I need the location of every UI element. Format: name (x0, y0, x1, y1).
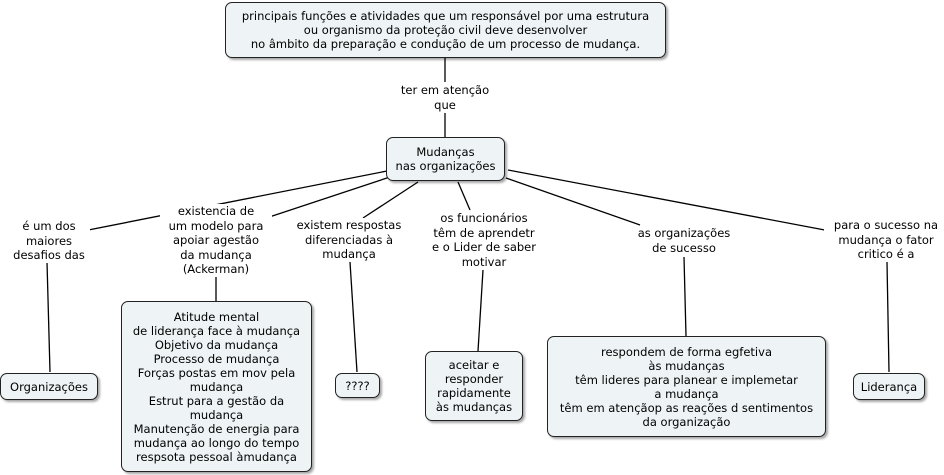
lideranca-node[interactable]: Liderança (853, 373, 925, 400)
link-label-organizacoes-sucesso: as organizações de sucesso (628, 226, 740, 255)
respondem-node[interactable]: respondem de forma egfetiva às mudanças … (547, 336, 826, 437)
link-label-modelo-ackerman: existencia de um modelo para apoiar ages… (160, 204, 272, 277)
organizacoes-node[interactable]: Organizações (0, 373, 98, 400)
aceitar-node[interactable]: aceitar e responder rapidamente às mudan… (425, 351, 523, 421)
ackerman-model-node[interactable]: Atitude mental de liderança face à mudan… (121, 301, 312, 472)
central-concept-node[interactable]: Mudanças nas organizações (386, 137, 505, 181)
link-label-respostas: existem respostas diferenciadas à mudanç… (286, 218, 412, 262)
link-label-ter-em-atencao: ter em atenção que (393, 83, 497, 112)
main-topic-node[interactable]: principais funções e atividades que um r… (225, 2, 666, 58)
link-label-funcionarios: os funcionários têm de aprendetr e o Lid… (420, 211, 548, 269)
unknown-node[interactable]: ???? (335, 373, 380, 398)
link-label-desafios: é um dos maiores desafios das (8, 219, 90, 263)
link-label-fator-critico: para o sucesso na mudança o fator critic… (824, 218, 944, 262)
